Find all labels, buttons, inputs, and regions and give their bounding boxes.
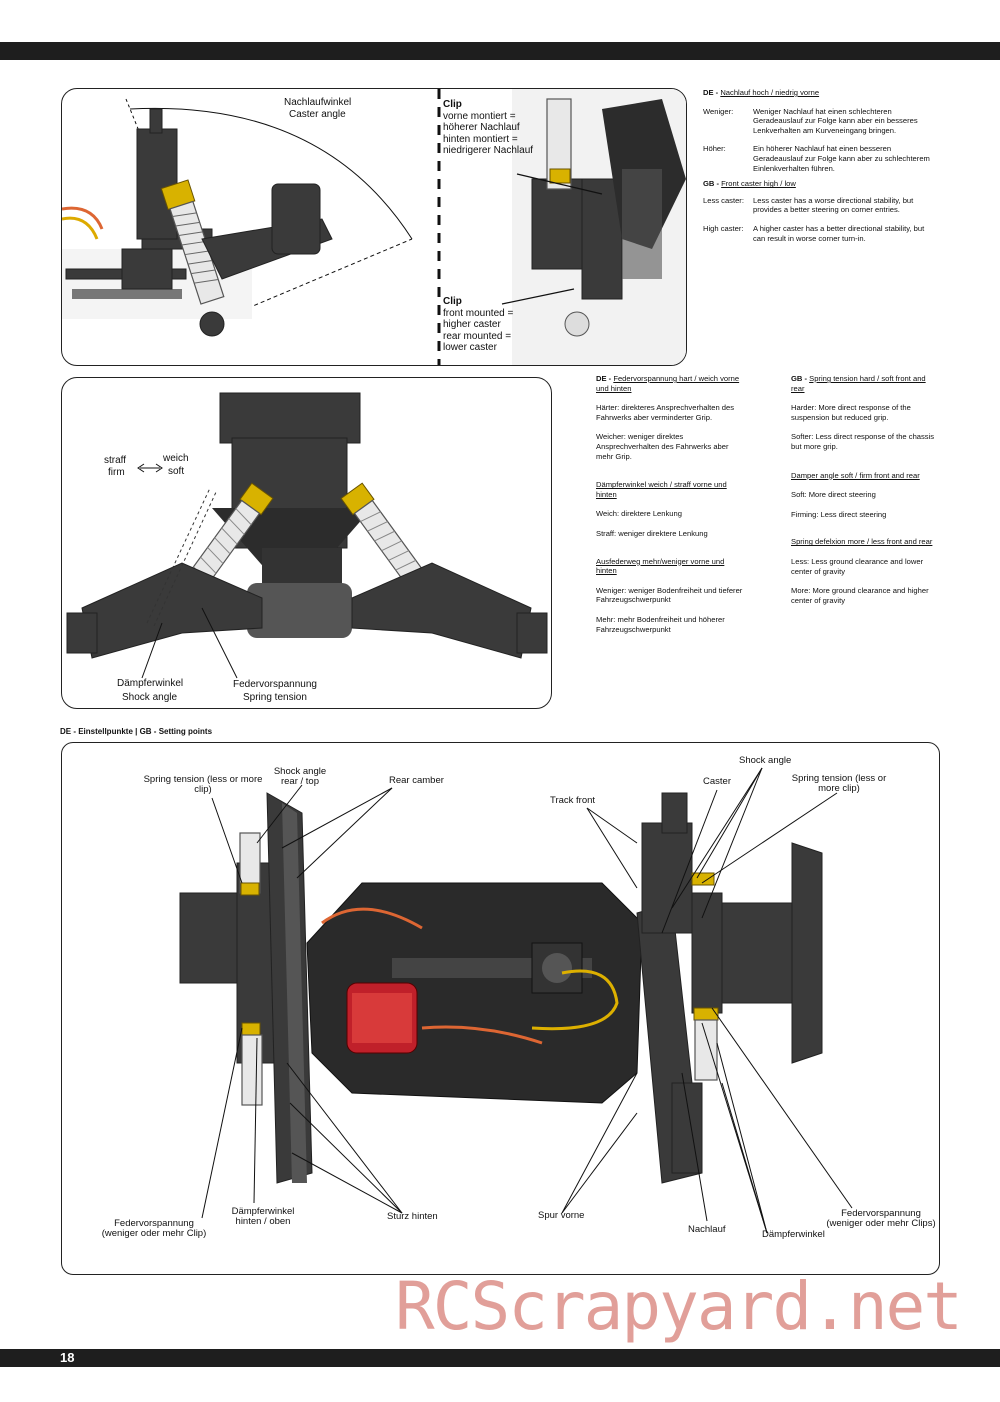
- shock-figure-box: straff firm weich soft Dämpferwinkel Sho…: [61, 377, 552, 709]
- spring-tension-label-en: Spring tension: [243, 692, 307, 703]
- gb-para-6: More: More ground clearance and higher c…: [791, 586, 929, 605]
- bottom-bar: [0, 1349, 1000, 1367]
- straff-label: straff: [104, 455, 127, 466]
- setting-points-box: Spring tension (less or more clip) Shock…: [61, 742, 940, 1275]
- shock-angle-rear-label: Shock angle rear / top: [273, 766, 327, 787]
- de-title-1: DE - Federvorspannung hart / weich vorne…: [596, 374, 740, 393]
- page-number: 18: [60, 1350, 75, 1365]
- caster-gb-less-text: Less caster has a worse directional stab…: [753, 195, 914, 215]
- shock-angle-front-label: Shock angle: [739, 755, 792, 766]
- clip-bottom-line-2: front mounted =: [443, 307, 514, 319]
- gb-para-3: Soft: More direct steering: [791, 490, 876, 500]
- clip-bottom-line-4: rear mounted =: [443, 330, 512, 342]
- caster-gb-more-label: High caster:: [703, 223, 744, 233]
- caster-de-title: DE - Nachlauf hoch / niedrig vorne: [703, 88, 820, 97]
- caster-gb-title: GB - Front caster high / low: [703, 179, 796, 189]
- track-front-label: Track front: [550, 795, 596, 806]
- gb-setup-text: GB - Spring tension hard / soft front an…: [791, 374, 941, 605]
- clip-top-line-5: niedrigerer Nachlauf: [443, 145, 534, 157]
- chassis-illustration: [179, 767, 853, 1234]
- clip-note-top: Clip vorne montiert = höherer Nachlauf h…: [443, 99, 533, 157]
- clip-top-line-1: Clip: [443, 99, 462, 110]
- de-para-3: Weich: direktere Lenkung: [596, 509, 682, 519]
- federvorspannung-left-label: Federvorspannung (weniger oder mehr Clip…: [101, 1218, 207, 1239]
- spring-tension-label-de: Federvorspannung: [233, 679, 317, 690]
- clip-bottom-line-5: lower caster: [443, 342, 497, 354]
- spring-tension-front-label: Spring tension (less or more clip): [791, 773, 887, 794]
- de-para-2: Weicher: weniger direktes Ansprechverhal…: [596, 432, 729, 461]
- rear-camber-label: Rear camber: [389, 775, 444, 786]
- gb-para-1: Harder: More direct response of the susp…: [791, 403, 911, 422]
- de-title-3: Ausfederweg mehr/weniger vorne und hinte…: [596, 556, 725, 576]
- gb-title-1: GB - Spring tension hard / soft front an…: [791, 374, 926, 393]
- caster-illustration: [62, 89, 686, 365]
- soft-label: soft: [168, 466, 185, 477]
- daempferwinkel-hinten-label: Dämpferwinkel hinten / oben: [231, 1206, 295, 1227]
- gb-title-3: Spring defelxion more / less front and r…: [791, 537, 933, 547]
- caster-label: Caster: [703, 776, 731, 787]
- clip-top-line-4: hinten montiert =: [443, 133, 518, 145]
- sturz-hinten-label: Sturz hinten: [387, 1211, 438, 1222]
- caster-de-less-text: Weniger Nachlauf hat einen schlechteren …: [753, 106, 918, 135]
- watermark: RCScrapyard.net: [395, 1268, 963, 1345]
- setting-points-title: DE - Einstellpunkte | GB - Setting point…: [60, 727, 213, 736]
- clip-top-line-3: höherer Nachlauf: [443, 122, 520, 134]
- spur-vorne-label: Spur vorne: [538, 1210, 585, 1221]
- gb-para-5: Less: Less ground clearance and lower ce…: [791, 556, 924, 576]
- shock-angle-label-de: Dämpferwinkel: [117, 678, 184, 689]
- caster-de-less-label: Weniger:: [703, 106, 734, 116]
- clip-bottom-line-3: higher caster: [443, 319, 501, 331]
- de-para-6: Mehr: mehr Bodenfreiheit und höherer Fah…: [596, 614, 725, 634]
- clip-note-bottom: Clip front mounted = higher caster rear …: [443, 296, 513, 354]
- gb-title-2: Damper angle soft / firm front and rear: [791, 470, 920, 480]
- weich-label: weich: [163, 453, 189, 464]
- spring-tension-rear-label: Spring tension (less or more clip): [143, 774, 263, 795]
- gb-para-4: Firming: Less direct steering: [791, 509, 887, 519]
- clip-bottom-line-1: Clip: [443, 296, 462, 307]
- de-para-1: Härter: direkteres Ansprechverhalten des…: [596, 403, 735, 422]
- caster-de-more-text: Ein höherer Nachlauf hat einen besseren …: [753, 144, 930, 173]
- daempferwinkel-label: Dämpferwinkel: [762, 1229, 825, 1240]
- caster-figure-box: Nachlaufwinkel Caster angle Clip vorne m…: [61, 88, 687, 366]
- shock-angle-label-en: Shock angle: [122, 692, 178, 703]
- nachlauf-label: Nachlauf: [688, 1224, 726, 1235]
- shock-illustration: [66, 392, 548, 679]
- de-title-2: Dämpferwinkel weich / straff vorne und h…: [596, 480, 727, 499]
- de-para-4: Straff: weniger direktere Lenkung: [596, 528, 708, 538]
- caster-text-block: DE - Nachlauf hoch / niedrig vorne Wenig…: [703, 88, 943, 243]
- caster-de-more-label: Höher:: [703, 144, 726, 154]
- de-setup-text: DE - Federvorspannung hart / weich vorne…: [596, 374, 746, 634]
- de-para-5: Weniger: weniger Bodenfreiheit und tiefe…: [596, 585, 743, 605]
- caster-angle-label-en: Caster angle: [289, 109, 346, 120]
- caster-gb-more-text: A higher caster has a better directional…: [753, 223, 925, 243]
- gb-para-2: Softer: Less direct response of the chas…: [791, 432, 935, 451]
- caster-angle-label-de: Nachlaufwinkel: [284, 97, 352, 108]
- federvorspannung-right-label: Federvorspannung (weniger oder mehr Clip…: [826, 1208, 936, 1229]
- firm-label: firm: [108, 467, 125, 478]
- top-bar: [0, 42, 1000, 60]
- clip-top-line-2: vorne montiert =: [443, 110, 516, 122]
- caster-gb-less-label: Less caster:: [703, 195, 744, 205]
